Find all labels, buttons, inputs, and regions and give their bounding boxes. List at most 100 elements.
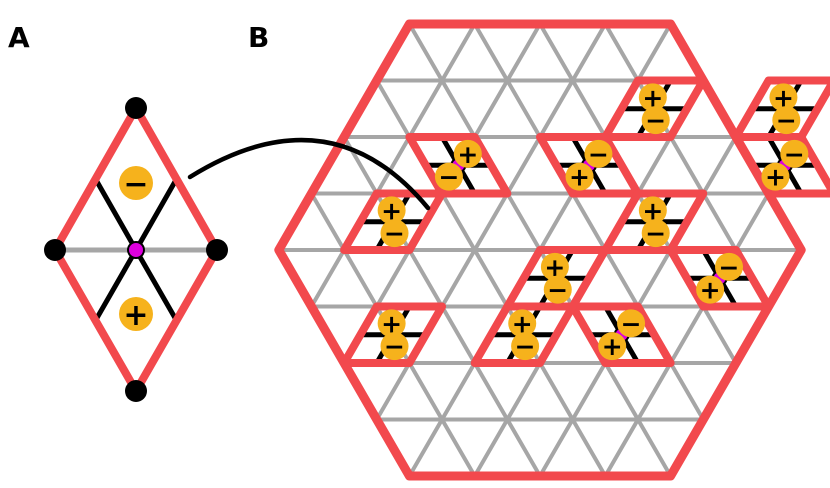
plus-charge-symbol: + bbox=[569, 163, 590, 192]
lattice-line bbox=[374, 78, 412, 139]
lattice-line bbox=[635, 417, 673, 478]
lattice-line bbox=[603, 361, 640, 422]
minus-charge-badge bbox=[617, 309, 646, 338]
lattice-line bbox=[407, 417, 445, 478]
panel-a-vertex-dot bbox=[206, 239, 228, 261]
lattice-line bbox=[374, 361, 412, 422]
lattice-line bbox=[374, 248, 412, 309]
panel-label-b: B bbox=[248, 21, 269, 54]
connector-arrow-curve bbox=[187, 137, 431, 211]
tile-edge-r4c1 bbox=[340, 302, 447, 367]
lattice-line bbox=[570, 417, 608, 478]
lattice-line bbox=[668, 361, 706, 422]
lattice-line bbox=[472, 417, 510, 478]
minus-charge-badge bbox=[543, 275, 572, 304]
plus-charge-symbol: + bbox=[642, 83, 663, 112]
lattice-line bbox=[668, 135, 706, 196]
panel-a-vertex-dot bbox=[125, 380, 147, 402]
vertex-dots bbox=[44, 97, 228, 402]
minus-charge-symbol: − bbox=[645, 219, 666, 248]
lattice-line bbox=[505, 22, 542, 83]
lattice-line bbox=[407, 22, 445, 83]
minus-charge-symbol: − bbox=[384, 332, 405, 361]
minus-charge-badge bbox=[641, 106, 670, 135]
minus-charge-symbol: − bbox=[621, 309, 642, 338]
lattice-line bbox=[570, 78, 608, 139]
lattice-line bbox=[374, 135, 412, 196]
lattice-line bbox=[472, 22, 510, 83]
lattice-line bbox=[603, 22, 640, 83]
lattice-line bbox=[505, 361, 542, 422]
plus-charge-symbol: + bbox=[544, 253, 565, 282]
plus-charge-symbol: + bbox=[773, 83, 794, 112]
plus-charge-symbol: + bbox=[700, 276, 721, 305]
minus-charge-badge bbox=[772, 106, 801, 135]
plus-charge-symbol: + bbox=[602, 332, 623, 361]
lattice-line bbox=[440, 248, 477, 309]
plus-charge-symbol: + bbox=[765, 163, 786, 192]
lattice-line bbox=[440, 304, 477, 365]
lattice-line bbox=[505, 191, 542, 252]
lattice-line bbox=[505, 135, 542, 196]
minus-charge-badge bbox=[780, 139, 809, 168]
lattice-line bbox=[472, 78, 510, 139]
lattice-line bbox=[538, 417, 575, 478]
plus-charge-badge bbox=[377, 196, 406, 225]
plus-charge-symbol: + bbox=[642, 196, 663, 225]
lattice-line bbox=[505, 417, 542, 478]
plus-charge-badge bbox=[119, 297, 153, 331]
lattice-line bbox=[570, 191, 608, 252]
plus-charge-badge bbox=[638, 196, 667, 225]
lattice-line bbox=[472, 191, 510, 252]
lattice-line bbox=[635, 361, 673, 422]
plus-charge-badge bbox=[696, 275, 725, 304]
lattice-line bbox=[505, 78, 542, 139]
lattice-line bbox=[701, 135, 738, 196]
lattice-line bbox=[668, 304, 706, 365]
plus-charge-badge bbox=[565, 162, 594, 191]
lattice-line bbox=[570, 22, 608, 83]
minus-charge-badge bbox=[434, 162, 463, 191]
panel-a-center-node bbox=[127, 241, 145, 259]
tile-edge-r4c2 bbox=[470, 302, 577, 367]
lattice-line bbox=[603, 248, 640, 309]
minus-charge-symbol: − bbox=[384, 219, 405, 248]
plus-charge-badge bbox=[508, 309, 537, 338]
plus-charge-badge bbox=[453, 139, 482, 168]
panel-label-a: A bbox=[8, 21, 30, 54]
panel-a-bond bbox=[133, 176, 179, 253]
minus-charge-badge bbox=[584, 139, 613, 168]
minus-charge-symbol: − bbox=[515, 332, 536, 361]
lattice-line bbox=[635, 22, 673, 83]
lattice-line bbox=[538, 78, 575, 139]
lattice-line bbox=[733, 191, 771, 252]
hexagon-boundary bbox=[274, 19, 806, 481]
tile-edge-r2c2 bbox=[536, 133, 642, 198]
lattice-line bbox=[440, 361, 477, 422]
lattice-line bbox=[635, 135, 673, 196]
lattice-line bbox=[472, 248, 510, 309]
plus-charge-badge bbox=[540, 252, 569, 281]
minus-charge-badge bbox=[119, 166, 153, 200]
lattice-line bbox=[635, 248, 673, 309]
plus-charge-symbol: + bbox=[512, 309, 533, 338]
minus-charge-symbol: − bbox=[784, 140, 805, 169]
plus-charge-symbol: + bbox=[381, 309, 402, 338]
lattice-line bbox=[472, 361, 510, 422]
panel-a-bond bbox=[93, 247, 139, 323]
lattice-line bbox=[309, 191, 347, 252]
minus-charge-badge bbox=[380, 332, 409, 361]
minus-charge-badge bbox=[511, 332, 540, 361]
lattice-line bbox=[701, 304, 738, 365]
minus-charge-symbol: − bbox=[588, 140, 609, 169]
panel-a-vertex-dot bbox=[44, 239, 66, 261]
plus-charge-symbol: + bbox=[123, 298, 148, 333]
plus-charge-badge bbox=[638, 83, 667, 112]
lattice-line bbox=[342, 248, 379, 309]
panel-a-vertex-dot bbox=[125, 97, 147, 119]
lattice-line bbox=[538, 22, 575, 83]
minus-charge-symbol: − bbox=[547, 276, 568, 305]
tile-edge-r3c3 bbox=[568, 302, 675, 367]
lattice-line bbox=[440, 78, 477, 139]
